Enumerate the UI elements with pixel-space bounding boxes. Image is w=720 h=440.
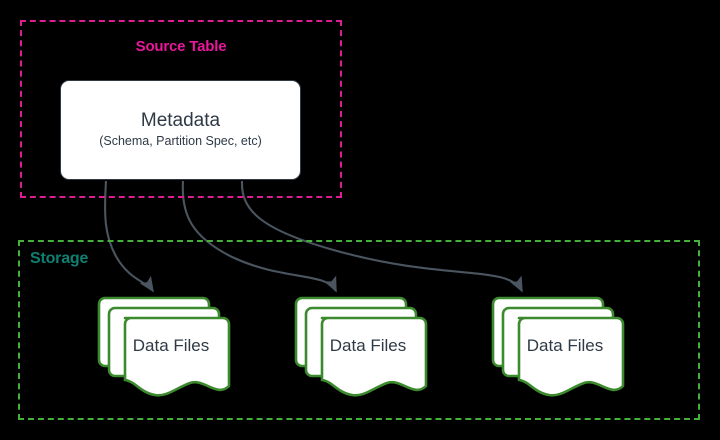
multi-document-icon [491, 296, 625, 397]
storage-group: Storage [18, 240, 700, 420]
multi-document-icon [294, 296, 428, 397]
multi-document-icon [97, 296, 231, 397]
metadata-node[interactable]: Metadata (Schema, Partition Spec, etc) [60, 80, 301, 180]
data-files-node-2[interactable]: Data Files [294, 292, 428, 400]
source-table-group: Source Table [20, 20, 342, 198]
metadata-node-title: Metadata [140, 110, 221, 132]
source-table-group-label: Source Table [135, 38, 227, 55]
data-files-node-3[interactable]: Data Files [491, 292, 625, 400]
metadata-node-subtitle: (Schema, Partition Spec, etc) [99, 134, 262, 149]
data-files-node-1[interactable]: Data Files [97, 292, 231, 400]
storage-group-label: Storage [30, 250, 89, 267]
